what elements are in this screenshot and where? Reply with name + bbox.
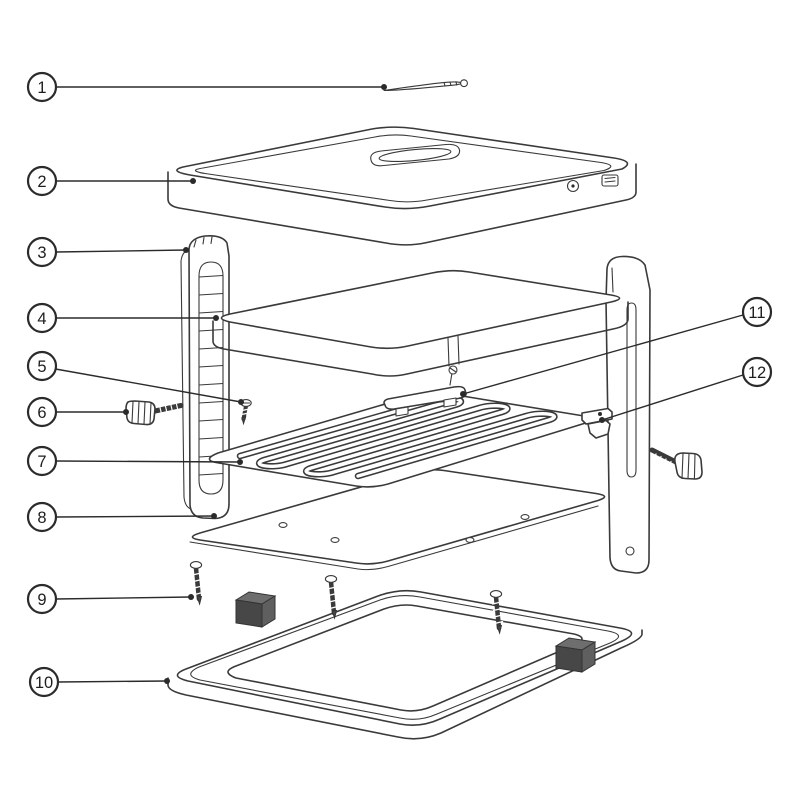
part-skewer-pick bbox=[383, 79, 468, 92]
callout-bubble bbox=[26, 302, 58, 334]
callout-number: 2 bbox=[37, 173, 46, 191]
callout-bubble bbox=[741, 296, 773, 328]
callout-bubble bbox=[26, 350, 58, 382]
part-base-screws bbox=[189, 561, 504, 635]
part-thumbscrew-right bbox=[649, 447, 703, 480]
screw bbox=[489, 590, 504, 635]
part-lid bbox=[167, 126, 637, 246]
callout-7: 7 bbox=[26, 445, 243, 477]
callout-3: 3 bbox=[26, 236, 189, 268]
part-right-clamp bbox=[581, 407, 613, 439]
callout-number: 11 bbox=[748, 304, 765, 322]
callout-bubble bbox=[26, 583, 58, 615]
callout-6: 6 bbox=[26, 396, 129, 428]
callout-bubble bbox=[28, 666, 60, 698]
callout-bubble bbox=[26, 445, 58, 477]
part-middle-tray bbox=[212, 269, 629, 377]
callout-4: 4 bbox=[26, 302, 219, 334]
callout-2: 2 bbox=[26, 165, 196, 197]
part-lower-plate bbox=[189, 468, 606, 571]
lid-side-vent bbox=[566, 174, 619, 193]
part-base-frame bbox=[167, 589, 643, 740]
callout-bubble bbox=[741, 356, 773, 388]
callout-1: 1 bbox=[26, 71, 387, 103]
callout-number: 12 bbox=[748, 364, 766, 382]
callout-8: 8 bbox=[26, 501, 217, 533]
callout-bubble bbox=[26, 165, 58, 197]
callout-bubble bbox=[26, 236, 58, 268]
callout-12: 12 bbox=[599, 356, 773, 423]
callout-number: 9 bbox=[37, 591, 46, 609]
callout-bubble bbox=[26, 501, 58, 533]
part-element-bracket bbox=[383, 365, 467, 417]
callout-5: 5 bbox=[26, 350, 244, 405]
callout-10: 10 bbox=[28, 666, 170, 698]
callout-number: 10 bbox=[35, 674, 53, 692]
callouts: 1 2 3 4 5 bbox=[26, 71, 773, 698]
part-left-side-panel bbox=[180, 234, 230, 520]
lid-handle-recess bbox=[370, 143, 461, 167]
callout-number: 3 bbox=[37, 244, 46, 262]
callout-11: 11 bbox=[460, 296, 773, 397]
base-foot-right bbox=[554, 637, 597, 673]
base-foot-left bbox=[234, 591, 277, 628]
callout-number: 5 bbox=[37, 358, 46, 376]
callout-number: 8 bbox=[37, 509, 46, 527]
part-heating-element bbox=[208, 391, 592, 488]
callout-number: 6 bbox=[37, 404, 46, 422]
part-thumbscrew-left bbox=[125, 400, 184, 426]
callout-number: 1 bbox=[37, 79, 46, 97]
callout-9: 9 bbox=[26, 583, 194, 615]
callout-bubble bbox=[26, 71, 58, 103]
callout-bubble bbox=[26, 396, 58, 428]
screw bbox=[189, 561, 204, 606]
callout-number: 4 bbox=[37, 310, 46, 328]
callout-number: 7 bbox=[37, 453, 46, 471]
screw bbox=[324, 575, 339, 620]
